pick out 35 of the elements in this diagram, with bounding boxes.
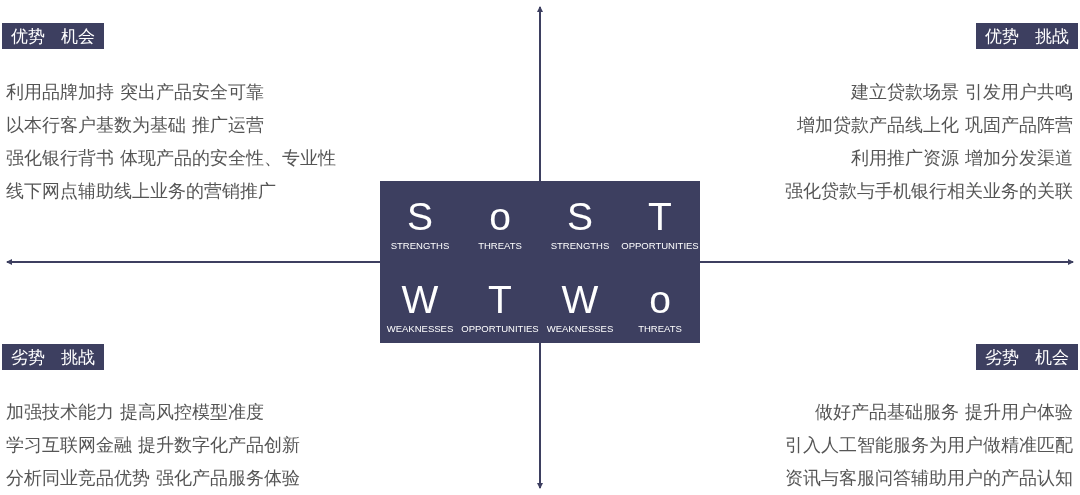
quadrant-heading-tag: 劣势 挑战: [2, 344, 104, 370]
swot-letter: T: [488, 280, 512, 320]
swot-letter: T: [648, 197, 672, 237]
swot-letter: W: [401, 280, 439, 320]
strategy-text: 资讯与客服问答辅助用户的产品认知: [785, 466, 1073, 490]
strategy-text: 学习互联网金融 提升数字化产品创新: [6, 433, 300, 457]
strategy-text: 利用品牌加持 突出产品安全可靠: [6, 80, 264, 104]
swot-category-text: STRENGTHS: [390, 240, 450, 252]
strategy-text: 分析同业竞品优势 强化产品服务体验: [6, 466, 300, 490]
swot-category-text: THREATS: [638, 323, 682, 335]
strategy-text: 加强技术能力 提高风控模型准度: [6, 400, 264, 424]
quadrant-heading-tag: 优势 挑战: [976, 23, 1078, 49]
quadrant-heading-tag: 劣势 机会: [976, 344, 1078, 370]
strategy-text: 建立贷款场景 引发用户共鸣: [851, 80, 1073, 104]
swot-letter: o: [649, 280, 671, 320]
strategy-text: 引入人工智能服务为用户做精准匹配: [785, 433, 1073, 457]
strategy-text: 做好产品基础服务 提升用户体验: [815, 400, 1073, 424]
quadrant-heading-tag: 优势 机会: [2, 23, 104, 49]
swot-letter: S: [407, 197, 433, 237]
swot-category-text: WEAKNESSES: [546, 323, 614, 335]
swot-letter: o: [489, 197, 511, 237]
swot-category-text: OPPORTUNITIES: [461, 323, 539, 335]
swot-category-text: WEAKNESSES: [386, 323, 454, 335]
strategy-text: 线下网点辅助线上业务的营销推广: [6, 179, 276, 203]
swot-category-text: OPPORTUNITIES: [621, 240, 699, 252]
strategy-text: 利用推广资源 增加分发渠道: [851, 146, 1073, 170]
swot-category-text: STRENGTHS: [550, 240, 610, 252]
strategy-text: 强化银行背书 体现产品的安全性、专业性: [6, 146, 336, 170]
swot-panel: [380, 181, 700, 343]
strategy-text: 强化贷款与手机银行相关业务的关联: [785, 179, 1073, 203]
strategy-text: 增加贷款产品线上化 巩固产品阵营: [797, 113, 1073, 137]
swot-letter: W: [561, 280, 599, 320]
swot-letter: S: [567, 197, 593, 237]
strategy-text: 以本行客户基数为基础 推广运营: [6, 113, 264, 137]
swot-category-text: THREATS: [478, 240, 522, 252]
